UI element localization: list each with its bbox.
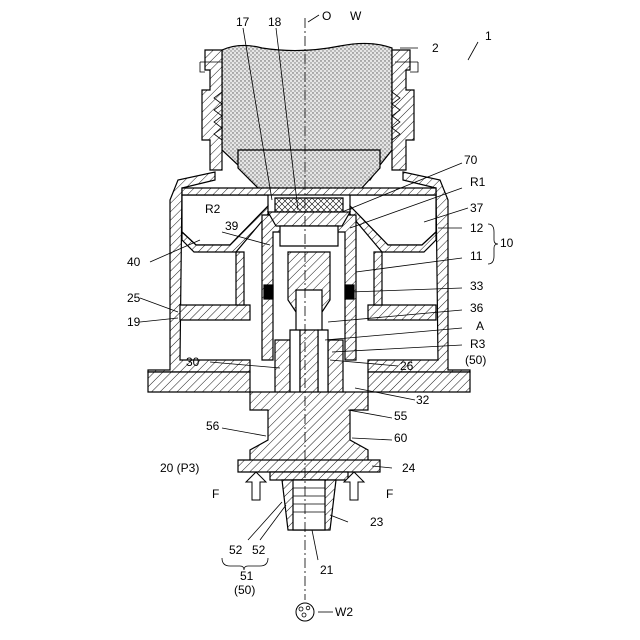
- label-a: A: [476, 319, 484, 333]
- label-36: 36: [470, 301, 484, 315]
- label-19: 19: [127, 315, 141, 329]
- label-axis-o: O: [322, 9, 331, 23]
- label-33: 33: [470, 279, 484, 293]
- label-52a: 52: [229, 543, 243, 557]
- label-w: W: [350, 9, 362, 23]
- label-11: 11: [470, 249, 483, 263]
- label-40: 40: [127, 255, 141, 269]
- label-2: 2: [432, 41, 439, 55]
- label-26: 26: [400, 359, 414, 373]
- label-10: 10: [500, 236, 514, 250]
- lower-connector: [238, 392, 380, 480]
- label-70: 70: [464, 153, 478, 167]
- label-20: 20 (P3): [160, 461, 199, 475]
- brace-10: [488, 224, 498, 264]
- label-39: 39: [225, 219, 239, 233]
- label-21: 21: [320, 563, 334, 577]
- label-18: 18: [268, 15, 282, 29]
- label-56: 56: [206, 419, 220, 433]
- inlet-pipe: [282, 480, 336, 530]
- water-droplet-icon: [296, 603, 314, 621]
- label-55: 55: [394, 409, 408, 423]
- label-w2: W2: [335, 605, 353, 619]
- label-37: 37: [470, 201, 484, 215]
- label-52b: 52: [252, 543, 266, 557]
- label-1: 1: [485, 29, 492, 43]
- label-30: 30: [186, 355, 200, 369]
- label-r3-sub: (50): [465, 353, 486, 367]
- label-24: 24: [402, 461, 416, 475]
- label-51: 51: [240, 569, 254, 583]
- label-f-right: F: [386, 487, 393, 501]
- label-60: 60: [394, 431, 408, 445]
- label-25: 25: [127, 291, 141, 305]
- label-51-sub: (50): [234, 583, 255, 597]
- label-32: 32: [416, 393, 430, 407]
- label-r3: R3: [470, 337, 486, 351]
- label-f-left: F: [212, 487, 219, 501]
- label-17: 17: [236, 15, 250, 29]
- label-r2: R2: [205, 202, 221, 216]
- label-r1: R1: [470, 175, 486, 189]
- label-12: 12: [470, 221, 484, 235]
- filter-bottle: [222, 43, 392, 190]
- label-23: 23: [370, 515, 384, 529]
